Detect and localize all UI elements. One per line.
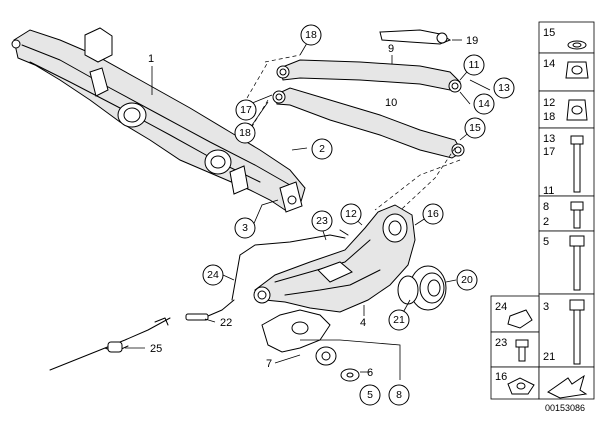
callout-18-lower: 18 [234,122,256,144]
svg-text:2: 2 [319,143,325,155]
svg-text:18: 18 [543,111,555,123]
callout-16: 16 [422,203,444,225]
svg-text:6: 6 [367,367,373,379]
control-arm-9-drawing [276,59,462,93]
callout-6: 6 [367,367,373,379]
arrow-symbol [538,366,595,400]
callout-23: 23 [311,210,333,232]
part-label-19: 19 [466,35,478,47]
part-label-10: 10 [385,97,397,109]
callout-12: 12 [340,203,362,225]
svg-text:12: 12 [543,97,555,109]
svg-text:23: 23 [495,337,507,349]
svg-text:17: 17 [240,104,252,116]
svg-text:24: 24 [207,269,219,281]
svg-text:3: 3 [242,222,248,234]
svg-text:13: 13 [543,133,555,145]
callout-14: 14 [473,93,495,115]
svg-text:20: 20 [461,274,473,286]
svg-text:16: 16 [427,208,439,220]
link-19-drawing [379,29,452,45]
callout-13: 13 [493,77,515,99]
svg-text:13: 13 [498,82,510,94]
svg-text:12: 12 [345,208,357,220]
callout-3: 3 [234,217,256,239]
callout-8: 8 [388,384,410,406]
callout-15: 15 [464,117,486,139]
part-label-22: 22 [220,317,232,329]
control-arm-10-drawing [272,87,465,159]
svg-text:24: 24 [495,301,507,313]
bracket-7-drawing [261,309,331,353]
part-label-4: 4 [360,317,366,329]
svg-text:15: 15 [543,27,555,39]
wheel-hub-drawing [397,265,447,311]
part-label-7: 7 [266,358,272,370]
svg-text:5: 5 [543,236,549,248]
sensor-cable-drawing [185,229,349,321]
svg-text:21: 21 [543,351,555,363]
part-label-9: 9 [388,43,394,55]
callout-11: 11 [463,54,485,76]
svg-text:17: 17 [543,146,555,158]
rubber-mount-drawing [315,346,360,382]
part-label-1: 1 [148,53,154,65]
callout-20: 20 [456,269,478,291]
svg-text:5: 5 [367,389,373,401]
small-parts-panel: 24 23 16 [490,295,540,400]
wheel-carrier-drawing [253,204,416,313]
svg-text:15: 15 [469,122,481,134]
fastener-sidebar: 15 14 12 18 13 17 11 8 2 5 3 21 [538,21,595,368]
callout-21: 21 [388,309,410,331]
svg-text:21: 21 [393,314,405,326]
svg-text:18: 18 [239,127,251,139]
svg-text:18: 18 [305,29,317,41]
document-number: 00153086 [545,403,585,413]
svg-text:14: 14 [478,98,490,110]
cable-clip-25-drawing [49,317,171,371]
svg-text:8: 8 [396,389,402,401]
svg-text:11: 11 [543,185,554,197]
svg-text:23: 23 [316,215,328,227]
svg-text:3: 3 [543,301,549,313]
svg-text:8: 8 [543,201,549,213]
callout-17: 17 [235,99,257,121]
callout-24: 24 [202,264,224,286]
callout-18: 18 [300,24,322,46]
callout-5: 5 [359,384,381,406]
callout-2: 2 [311,138,333,160]
axle-carrier-drawing [11,27,306,213]
svg-text:11: 11 [469,59,480,71]
svg-text:2: 2 [543,216,549,228]
part-label-25: 25 [150,343,162,355]
svg-text:14: 14 [543,58,555,70]
svg-text:16: 16 [495,371,507,383]
